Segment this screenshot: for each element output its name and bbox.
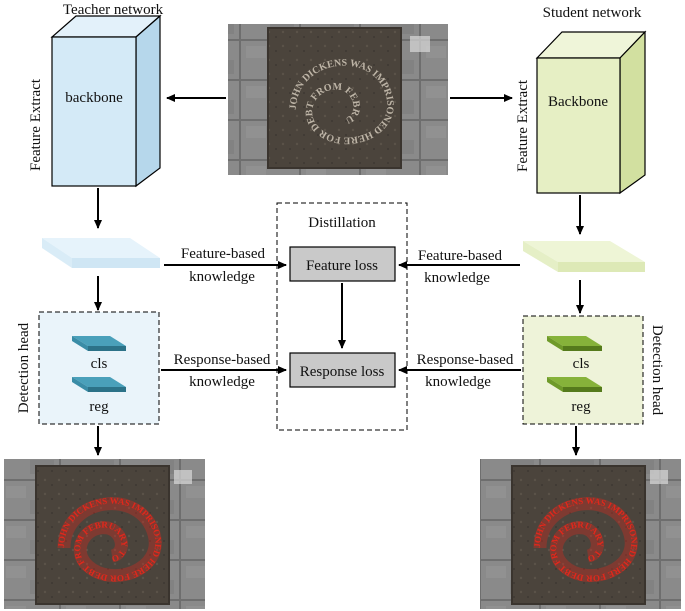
student-reg-label: reg <box>571 399 591 415</box>
student-cls-slab <box>547 336 602 351</box>
teacher-response-knowledge-line1: Response-based <box>174 352 271 368</box>
student-reg-slab <box>547 377 602 392</box>
teacher-feature-knowledge-line2: knowledge <box>189 269 255 285</box>
student-network-title: Student network <box>543 5 642 21</box>
teacher-cls-label: cls <box>91 356 108 372</box>
student-response-knowledge-line1: Response-based <box>417 352 514 368</box>
teacher-feature-knowledge-line1: Feature-based <box>181 246 266 262</box>
student-feature-knowledge-line2: knowledge <box>424 270 490 286</box>
teacher-cls-slab <box>72 336 126 351</box>
response-loss-box <box>289 352 396 388</box>
teacher-detection-head-box <box>38 311 160 425</box>
student-feature-extract-label: Feature Extract <box>515 79 531 172</box>
teacher-feature-extract-label: Feature Extract <box>28 78 44 171</box>
student-feature-map <box>523 241 645 272</box>
student-backbone-label: Backbone <box>548 94 608 110</box>
teacher-detection-head-label: Detection head <box>16 322 32 413</box>
student-feature-knowledge-line1: Feature-based <box>418 248 503 264</box>
response-loss-label: Response loss <box>300 364 385 380</box>
teacher-response-knowledge-line2: knowledge <box>189 374 255 390</box>
teacher-backbone-cuboid <box>50 14 162 188</box>
teacher-network-title: Teacher network <box>63 2 164 18</box>
distillation-title: Distillation <box>308 215 376 231</box>
distillation-box <box>276 202 408 431</box>
teacher-reg-slab <box>72 377 126 392</box>
student-detection-head-box <box>522 315 644 425</box>
student-backbone-cuboid <box>535 30 647 195</box>
feature-loss-box <box>289 246 396 282</box>
teacher-reg-label: reg <box>89 399 109 415</box>
student-response-knowledge-line2: knowledge <box>425 374 491 390</box>
teacher-feature-map <box>42 238 160 268</box>
teacher-backbone-label: backbone <box>65 90 123 106</box>
student-cls-label: cls <box>573 356 590 372</box>
feature-loss-label: Feature loss <box>306 258 378 274</box>
student-detection-head-label: Detection head <box>649 325 665 416</box>
